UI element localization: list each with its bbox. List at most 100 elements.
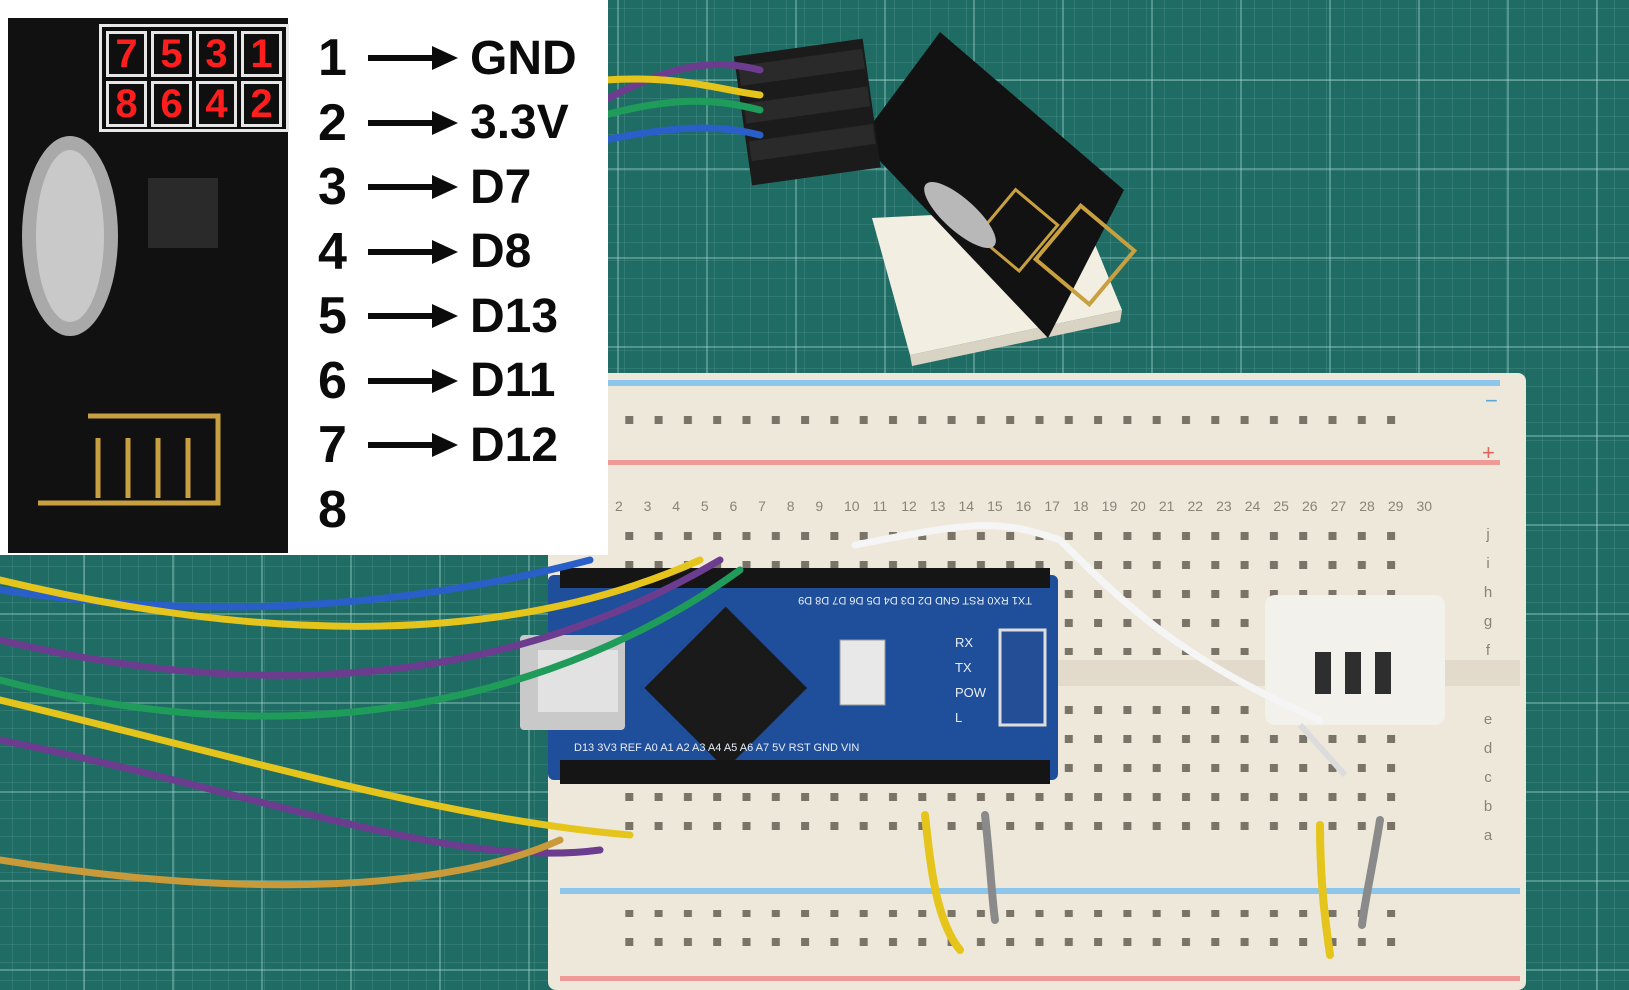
row-letter: e: [1483, 711, 1493, 728]
mapping-pin-number: 1: [318, 29, 347, 88]
right-arrow-icon: [368, 239, 458, 264]
column-number: 2: [615, 498, 623, 514]
column-number: 8: [786, 498, 795, 514]
right-arrow-icon: [368, 110, 458, 135]
row-letter: d: [1483, 740, 1493, 757]
nrf24-module: [860, 32, 1138, 338]
mapping-row: 6 D11: [318, 349, 598, 414]
mapping-row: 5 D13: [318, 284, 598, 349]
mapping-signal: D7: [470, 160, 532, 214]
column-number: 4: [672, 498, 681, 514]
pin-number-grid: 7 5 3 1 8 6 4 2: [99, 24, 289, 132]
row-letter: b: [1483, 798, 1493, 815]
mapping-row: 7 D12: [318, 413, 598, 478]
column-number: 26: [1302, 498, 1318, 514]
mapping-row: 3 D7: [318, 155, 598, 220]
pin-label: 5: [151, 31, 192, 77]
right-arrow-icon: [368, 433, 458, 458]
mapping-signal: D8: [470, 225, 532, 279]
column-number: 15: [987, 498, 1003, 514]
mapping-row: 2 3.3V: [318, 91, 598, 156]
column-number: 21: [1158, 498, 1175, 514]
mapping-row: 8: [318, 478, 598, 543]
right-arrow-icon: [368, 46, 458, 71]
column-number: 29: [1387, 498, 1404, 514]
column-number: 14: [958, 498, 975, 514]
column-number: 6: [729, 498, 738, 514]
mapping-signal: D13: [470, 289, 559, 343]
nrf24-dupont-header: [733, 38, 881, 186]
pin-label: 1: [241, 31, 282, 77]
pinout-panel: 7 5 3 1 8 6 4 2 1 GND 2 3.3V 3 D7 4: [0, 0, 608, 555]
led-label: TX: [955, 660, 972, 675]
led-label: RX: [955, 635, 974, 650]
row-letter: c: [1484, 769, 1492, 786]
row-letter: g: [1483, 613, 1493, 630]
breadboard-column-numbers: 2 3 4 5 6 7 8 9 10 11 12 13 14 15 16 17 …: [615, 498, 1445, 514]
column-number: 30: [1416, 498, 1433, 514]
mapping-row: 1 GND: [318, 26, 598, 91]
mapping-signal: D11: [470, 354, 556, 408]
column-number: 9: [815, 498, 824, 514]
right-arrow-icon: [368, 304, 458, 329]
mapping-pin-number: 4: [318, 222, 347, 281]
row-letter: i: [1486, 555, 1490, 572]
arduino-bottom-header-label: D13 3V3 REF A0 A1 A2 A3 A4 A5 A6 A7 5V R…: [574, 742, 860, 754]
mapping-pin-number: 2: [318, 93, 347, 152]
column-number: 19: [1101, 498, 1118, 514]
column-number: 22: [1187, 498, 1204, 514]
mapping-signal: GND: [470, 31, 577, 85]
column-number: 17: [1044, 498, 1060, 514]
row-letter: a: [1483, 827, 1493, 844]
column-number: 10: [844, 498, 860, 514]
pin-mapping-list: 1 GND 2 3.3V 3 D7 4 D8 5 D13 6 D11: [318, 26, 598, 542]
column-number: 12: [901, 498, 917, 514]
breadboard-row-letters-top: j i h g f: [1478, 520, 1498, 665]
right-arrow-icon: [368, 175, 458, 200]
column-number: 3: [643, 498, 652, 514]
row-letter: f: [1485, 642, 1491, 659]
column-number: 13: [929, 498, 946, 514]
row-letter: j: [1486, 526, 1490, 543]
column-number: 5: [700, 498, 709, 514]
column-number: 24: [1244, 498, 1261, 514]
pin-label: 8: [106, 81, 147, 127]
mapping-row: 4 D8: [318, 220, 598, 285]
mapping-signal: 3.3V: [470, 96, 569, 150]
rail-plus-label: +: [1482, 440, 1495, 465]
column-number: 28: [1359, 498, 1375, 514]
arduino-nano: [520, 568, 1058, 784]
column-number: 7: [758, 498, 766, 514]
pin-label: 4: [196, 81, 237, 127]
column-number: 27: [1330, 498, 1347, 514]
led-label: POW: [955, 685, 987, 700]
row-letter: h: [1483, 584, 1493, 601]
module-closeup-art: [22, 136, 221, 506]
nrf24-module-closeup: 7 5 3 1 8 6 4 2: [8, 18, 289, 553]
arduino-led-labels: RX TX POW L: [955, 630, 986, 730]
mapping-pin-number: 8: [318, 480, 347, 539]
pin-label: 3: [196, 31, 237, 77]
pin-label: 6: [151, 81, 192, 127]
jumper-wires: [0, 60, 1384, 959]
column-number: 23: [1216, 498, 1232, 514]
mapping-signal: D12: [470, 418, 559, 472]
mapping-pin-number: 3: [318, 158, 347, 217]
column-number: 11: [872, 498, 888, 514]
dht-sensor: [1265, 595, 1445, 778]
column-number: 25: [1273, 498, 1289, 514]
pin-label: 7: [106, 31, 147, 77]
breadboard-row-letters-bottom: e d c b a: [1478, 705, 1498, 850]
led-label: L: [955, 710, 963, 725]
column-number: 16: [1015, 498, 1032, 514]
column-number: 18: [1073, 498, 1089, 514]
mapping-pin-number: 5: [318, 287, 347, 346]
mapping-pin-number: 6: [318, 351, 347, 410]
arduino-top-header-label: TX1 RX0 RST GND D2 D3 D4 D5 D6 D7 D8 D9: [798, 594, 1032, 606]
rail-minus-label: −: [1485, 388, 1498, 413]
mapping-pin-number: 7: [318, 416, 347, 475]
pin-label: 2: [241, 81, 282, 127]
column-number: 20: [1130, 498, 1146, 514]
right-arrow-icon: [368, 368, 458, 393]
